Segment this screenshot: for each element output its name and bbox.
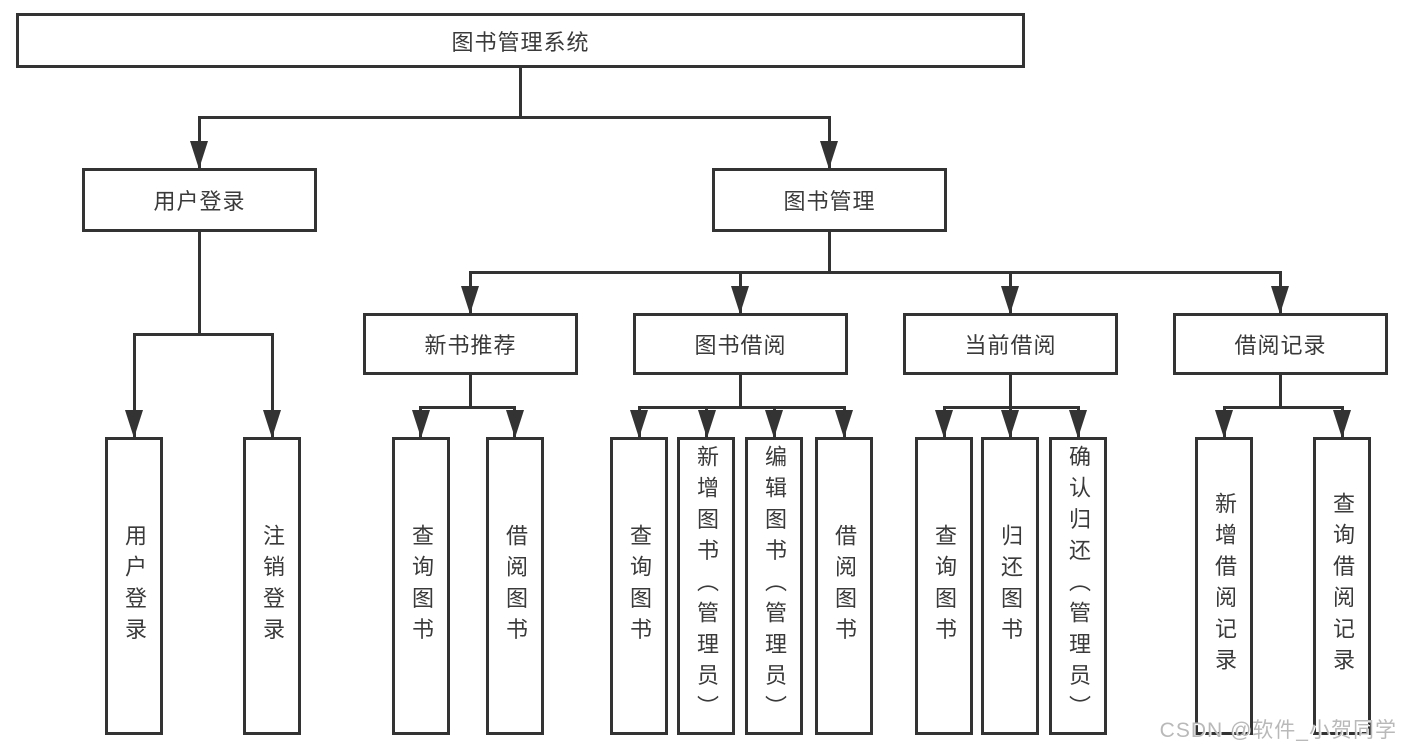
node-new-books: 新书推荐 [363, 313, 578, 375]
leaf-current-query: 查询图书 [915, 437, 973, 735]
node-book-mgmt-label: 图书管理 [783, 189, 876, 214]
leaf-newbooks-borrow-label: 借阅图书 [503, 523, 528, 649]
connector-records-trunk [1279, 375, 1282, 408]
arrow-current-leaf-1 [942, 405, 946, 437]
arrow-borrow-leaf-1 [637, 405, 641, 437]
arrow-to-leaf-logout [270, 332, 274, 437]
leaf-current-query-label: 查询图书 [932, 523, 957, 649]
leaf-borrow-borrow-label: 借阅图书 [832, 523, 857, 649]
node-book-borrow: 图书借阅 [633, 313, 848, 375]
arrow-borrow-leaf-4 [842, 405, 846, 437]
leaf-borrow-edit-label: 编辑图书（管理员） [762, 445, 787, 727]
connector-bookmgmt-trunk [827, 232, 831, 273]
leaf-borrow-add-label: 新增图书（管理员） [694, 445, 719, 727]
connector-current-trunk [1009, 375, 1012, 408]
leaf-user-login-label: 用户登录 [122, 523, 147, 649]
leaf-records-query-label: 查询借阅记录 [1330, 492, 1355, 680]
arrow-current-leaf-3 [1076, 405, 1080, 437]
node-user-login: 用户登录 [82, 168, 317, 232]
leaf-logout-label: 注销登录 [260, 523, 285, 649]
leaf-records-add: 新增借阅记录 [1195, 437, 1253, 735]
connector-borrow-trunk [739, 375, 742, 408]
node-new-books-label: 新书推荐 [424, 333, 517, 358]
connector-root-split [197, 115, 831, 119]
arrow-records-leaf-2 [1340, 405, 1344, 437]
arrow-to-borrow [738, 270, 742, 313]
connector-userlogin-trunk [197, 232, 201, 335]
leaf-user-login: 用户登录 [105, 437, 163, 735]
leaf-borrow-add: 新增图书（管理员） [677, 437, 735, 735]
arrow-newbooks-leaf-1 [419, 405, 422, 437]
connector-root-trunk [518, 68, 522, 118]
arrow-current-leaf-2 [1008, 405, 1012, 437]
arrow-to-records [1278, 270, 1282, 313]
leaf-newbooks-query-label: 查询图书 [409, 523, 434, 649]
leaf-records-add-label: 新增借阅记录 [1212, 492, 1237, 680]
connector-userlogin-split [132, 332, 274, 336]
leaf-current-return: 归还图书 [981, 437, 1039, 735]
leaf-logout: 注销登录 [243, 437, 301, 735]
leaf-borrow-query-label: 查询图书 [627, 523, 652, 649]
node-current-borrow: 当前借阅 [903, 313, 1118, 375]
leaf-current-confirm: 确认归还（管理员） [1049, 437, 1107, 735]
arrow-to-leaf-login [132, 332, 136, 437]
leaf-borrow-borrow: 借阅图书 [815, 437, 873, 735]
arrow-to-user-login [197, 115, 201, 168]
leaf-newbooks-query: 查询图书 [392, 437, 450, 735]
csdn-watermark: CSDN @软件_小贺同学 [1159, 719, 1397, 742]
arrow-borrow-leaf-2 [705, 405, 708, 437]
leaf-current-return-label: 归还图书 [998, 523, 1023, 649]
leaf-current-confirm-label: 确认归还（管理员） [1066, 445, 1091, 727]
node-root: 图书管理系统 [16, 13, 1025, 68]
arrow-to-current [1008, 270, 1012, 313]
connector-newbooks-trunk [469, 375, 472, 408]
arrow-borrow-leaf-3 [772, 405, 776, 437]
node-borrow-records: 借阅记录 [1173, 313, 1388, 375]
arrow-to-new-books [468, 270, 472, 313]
leaf-records-query: 查询借阅记录 [1313, 437, 1371, 735]
node-borrow-records-label: 借阅记录 [1234, 333, 1327, 358]
leaf-newbooks-borrow: 借阅图书 [486, 437, 544, 735]
arrow-to-book-mgmt [827, 115, 831, 168]
arrow-records-leaf-1 [1222, 405, 1226, 437]
leaf-borrow-edit: 编辑图书（管理员） [745, 437, 803, 735]
leaf-borrow-query: 查询图书 [610, 437, 668, 735]
node-book-mgmt: 图书管理 [712, 168, 947, 232]
connector-bookmgmt-split [468, 270, 1282, 274]
connector-newbooks-split [419, 405, 516, 409]
connector-records-split [1222, 405, 1344, 409]
node-root-label: 图书管理系统 [451, 29, 590, 55]
node-current-borrow-label: 当前借阅 [964, 333, 1057, 358]
node-user-login-label: 用户登录 [153, 189, 246, 214]
node-book-borrow-label: 图书借阅 [694, 333, 787, 358]
connector-borrow-split [637, 405, 846, 409]
arrow-newbooks-leaf-2 [513, 405, 516, 437]
